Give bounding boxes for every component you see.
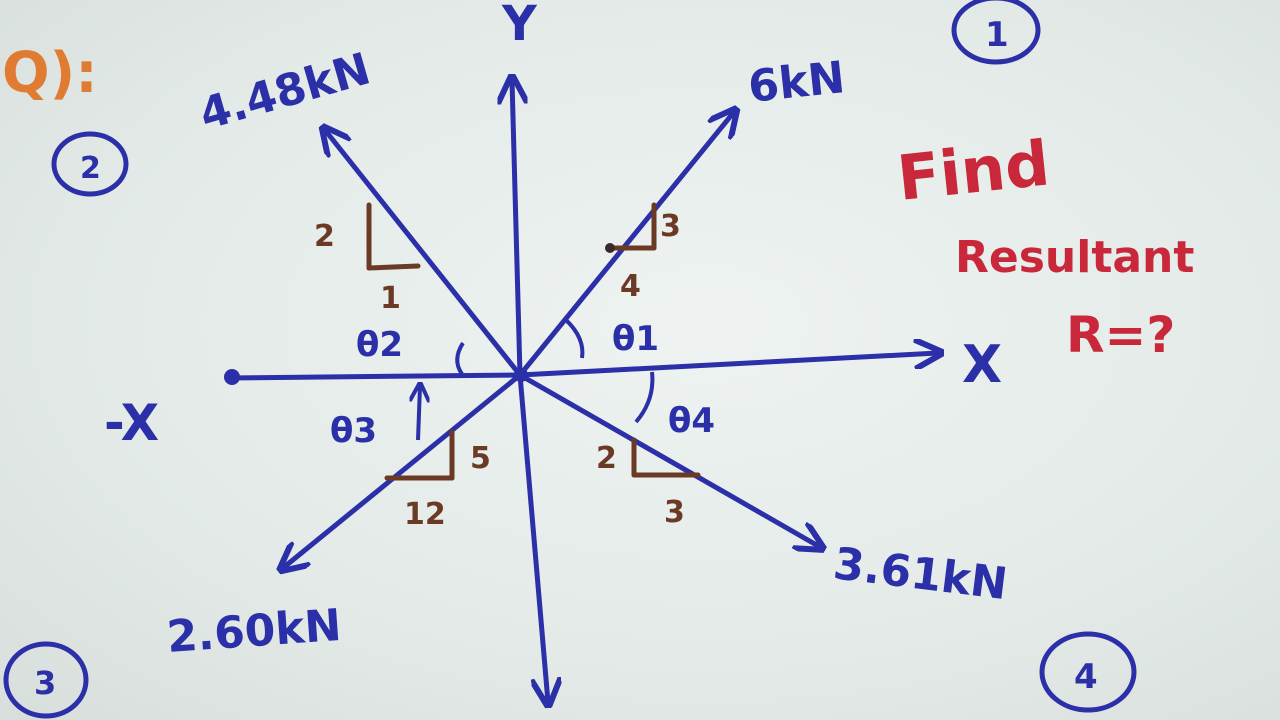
force-vector-4-48kn <box>325 130 522 377</box>
x-axis-label: X <box>962 335 1002 395</box>
quadrant-4-mark: 4 <box>1039 631 1137 713</box>
theta1-label: θ1 <box>612 319 659 359</box>
slope-triangle-6kn <box>605 202 657 253</box>
force-2-60kn-label: 2.60kN <box>165 600 343 663</box>
force-vector-3-61kn <box>518 372 820 547</box>
force-6kn-label: 6kN <box>746 52 848 113</box>
quadrant-2-number: 2 <box>80 151 101 186</box>
y-axis-negative <box>517 374 548 702</box>
slope-6kn-rise: 3 <box>660 209 681 244</box>
quadrant-3-mark: 3 <box>3 641 89 719</box>
angle-arc-theta4 <box>634 371 655 424</box>
slope-2-60kn-run: 12 <box>404 497 446 532</box>
slope-triangle-2-60kn <box>384 429 455 481</box>
force-vector-6kn <box>518 112 734 377</box>
quadrant-2-mark: 2 <box>51 131 129 197</box>
neg-x-axis-end-dot <box>224 369 240 385</box>
slope-triangle-3-61kn <box>631 437 701 478</box>
quadrant-4-number: 4 <box>1074 657 1098 697</box>
angle-arc-theta2 <box>455 341 465 376</box>
slope-2-60kn-rise: 5 <box>470 441 491 476</box>
force-3-61kn-label: 3.61kN <box>831 538 1011 610</box>
quadrant-1-mark: 1 <box>951 0 1041 65</box>
force-4-48kn-label: 4.48kN <box>194 43 376 140</box>
force-vector-2-60kn <box>283 373 522 568</box>
task-resultant: Resultant <box>955 232 1194 283</box>
task-find: Find <box>894 126 1053 215</box>
neg-x-axis-label: -X <box>104 394 159 452</box>
origin-dot <box>514 368 528 382</box>
angle-arc-theta3 <box>418 386 420 441</box>
slope-4-48kn-rise: 2 <box>314 219 335 254</box>
theta3-label: θ3 <box>330 411 377 451</box>
x-axis-positive <box>519 353 938 378</box>
quadrant-3-number: 3 <box>34 664 56 702</box>
theta4-label: θ4 <box>668 401 715 441</box>
quadrant-1-number: 1 <box>985 15 1009 55</box>
slope-3-61kn-run: 3 <box>664 495 685 530</box>
slope-6kn-run: 4 <box>620 269 641 304</box>
theta2-label: θ2 <box>356 325 403 365</box>
y-axis-label: Y <box>501 0 538 52</box>
slope-4-48kn-run: 1 <box>380 281 401 316</box>
y-axis-positive <box>512 80 520 376</box>
slope-3-61kn-rise: 2 <box>596 441 617 476</box>
x-axis-negative <box>224 372 521 381</box>
slope-triangle-4-48kn <box>366 202 421 271</box>
question-label: Q): <box>2 41 98 106</box>
angle-arc-theta1 <box>564 318 585 359</box>
task-r-equals: R=? <box>1066 306 1175 364</box>
